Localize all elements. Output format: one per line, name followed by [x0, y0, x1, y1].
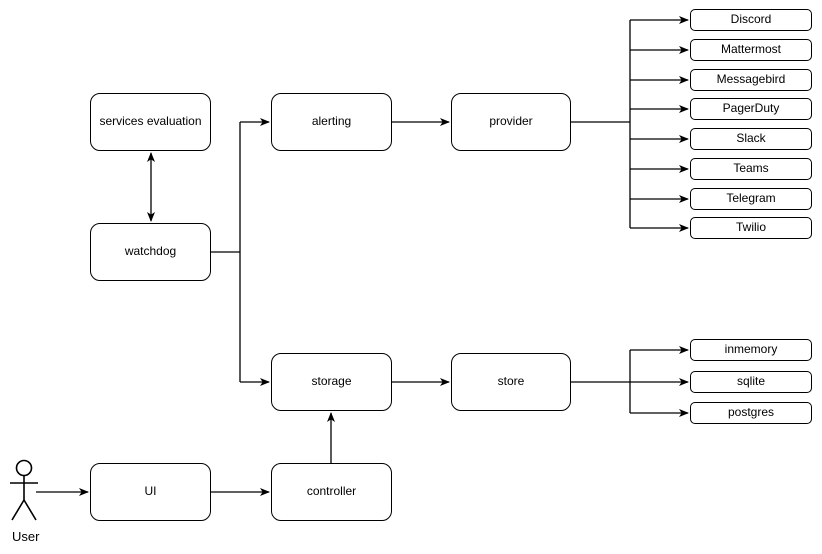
- node-services-evaluation[interactable]: services evaluation: [90, 93, 211, 151]
- actor-leg-right-line: [23, 499, 37, 521]
- actor-leg-left-line: [11, 499, 25, 521]
- node-provider-backend-teams[interactable]: Teams: [690, 158, 812, 180]
- node-controller[interactable]: controller: [271, 463, 392, 521]
- node-store-backend-sqlite[interactable]: sqlite: [690, 371, 812, 393]
- node-provider-backend-discord[interactable]: Discord: [690, 9, 812, 31]
- stick-figure-actor-icon: [10, 459, 38, 521]
- node-ui[interactable]: UI: [90, 463, 211, 521]
- actor-user-label: User: [12, 529, 40, 544]
- node-provider-backend-messagebird[interactable]: Messagebird: [690, 69, 812, 91]
- node-provider-backend-slack[interactable]: Slack: [690, 128, 812, 150]
- node-storage[interactable]: storage: [271, 353, 392, 411]
- actor-head-icon: [15, 459, 33, 477]
- node-store-backend-postgres[interactable]: postgres: [690, 402, 812, 424]
- node-provider-backend-twilio[interactable]: Twilio: [690, 217, 812, 239]
- node-store-backend-inmemory[interactable]: inmemory: [690, 339, 812, 361]
- node-watchdog[interactable]: watchdog: [90, 223, 211, 281]
- node-provider-backend-telegram[interactable]: Telegram: [690, 188, 812, 210]
- node-provider[interactable]: provider: [451, 93, 571, 151]
- node-provider-backend-pagerduty[interactable]: PagerDuty: [690, 98, 812, 120]
- node-alerting[interactable]: alerting: [271, 93, 392, 151]
- node-store[interactable]: store: [451, 353, 571, 411]
- node-provider-backend-mattermost[interactable]: Mattermost: [690, 39, 812, 61]
